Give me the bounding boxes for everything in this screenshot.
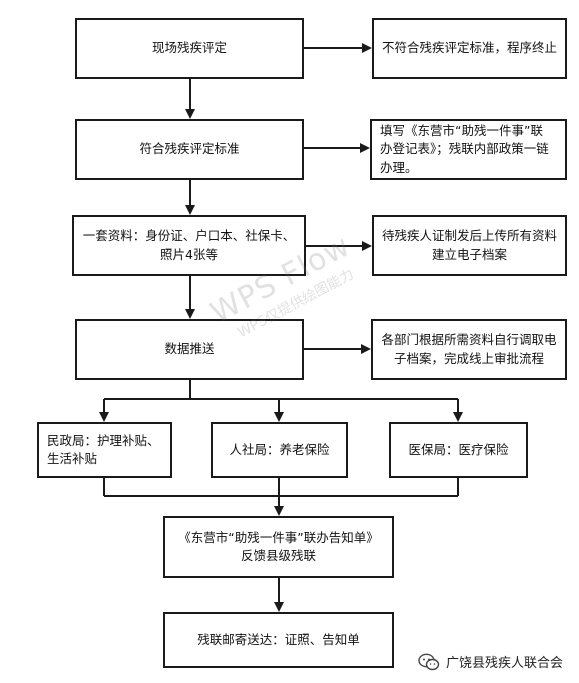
step-documents: 一套资料：身份证、户口本、社保卡、 照片4张等 — [72, 215, 306, 276]
box-civil-affairs: 民政局：护理补贴、 生活补贴 — [37, 422, 172, 478]
step-data-push-label: 数据推送 — [164, 341, 215, 357]
box-not-qualified-label: 不符合残疾评定标准，程序终止 — [381, 40, 557, 56]
step-onsite-assessment-label: 现场残疾评定 — [151, 40, 227, 56]
box-departments-label: 各部门根据所需资料自行调取电 子档案，完成线上审批流程 — [381, 332, 557, 366]
footer-account-name: 广饶县残疾人联合会 — [445, 656, 563, 671]
step-documents-label: 一套资料：身份证、户口本、社保卡、 照片4张等 — [82, 228, 296, 262]
box-medical-insurance: 医保局：医疗保险 — [389, 422, 528, 478]
box-notice-feedback: 《东营市“助残一件事”联办告知单》 反馈县级残联 — [163, 516, 394, 578]
box-social-security: 人社局：养老保险 — [211, 422, 348, 478]
box-civil-affairs-label: 民政局：护理补贴、 生活补贴 — [47, 432, 160, 466]
box-not-qualified: 不符合残疾评定标准，程序终止 — [372, 18, 567, 79]
box-departments: 各部门根据所需资料自行调取电 子档案，完成线上审批流程 — [371, 319, 567, 380]
box-upload-archive-label: 待残疾人证制发后上传所有资料 建立电子档案 — [381, 228, 557, 262]
box-fill-registration: 填写《东营市“助残一件事”联 办登记表》；残联内部政策一链 办理。 — [370, 119, 567, 180]
step-qualified: 符合残疾评定标准 — [75, 119, 304, 180]
box-medical-insurance-label: 医保局：医疗保险 — [408, 441, 509, 457]
step-qualified-label: 符合残疾评定标准 — [139, 141, 240, 157]
box-social-security-label: 人社局：养老保险 — [229, 441, 330, 457]
box-mail-delivery: 残联邮寄送达：证照、告知单 — [163, 612, 394, 668]
step-data-push: 数据推送 — [75, 319, 304, 380]
box-notice-feedback-label: 《东营市“助残一件事”联办告知单》 反馈县级残联 — [178, 529, 379, 563]
box-fill-registration-label: 填写《东营市“助残一件事”联 办登记表》；残联内部政策一链 办理。 — [380, 123, 549, 175]
footer-account: 广饶县残疾人联合会 — [418, 652, 563, 671]
box-upload-archive: 待残疾人证制发后上传所有资料 建立电子档案 — [372, 215, 567, 276]
box-mail-delivery-label: 残联邮寄送达：证照、告知单 — [197, 631, 360, 647]
wechat-icon — [418, 653, 440, 670]
step-onsite-assessment: 现场残疾评定 — [75, 18, 304, 79]
